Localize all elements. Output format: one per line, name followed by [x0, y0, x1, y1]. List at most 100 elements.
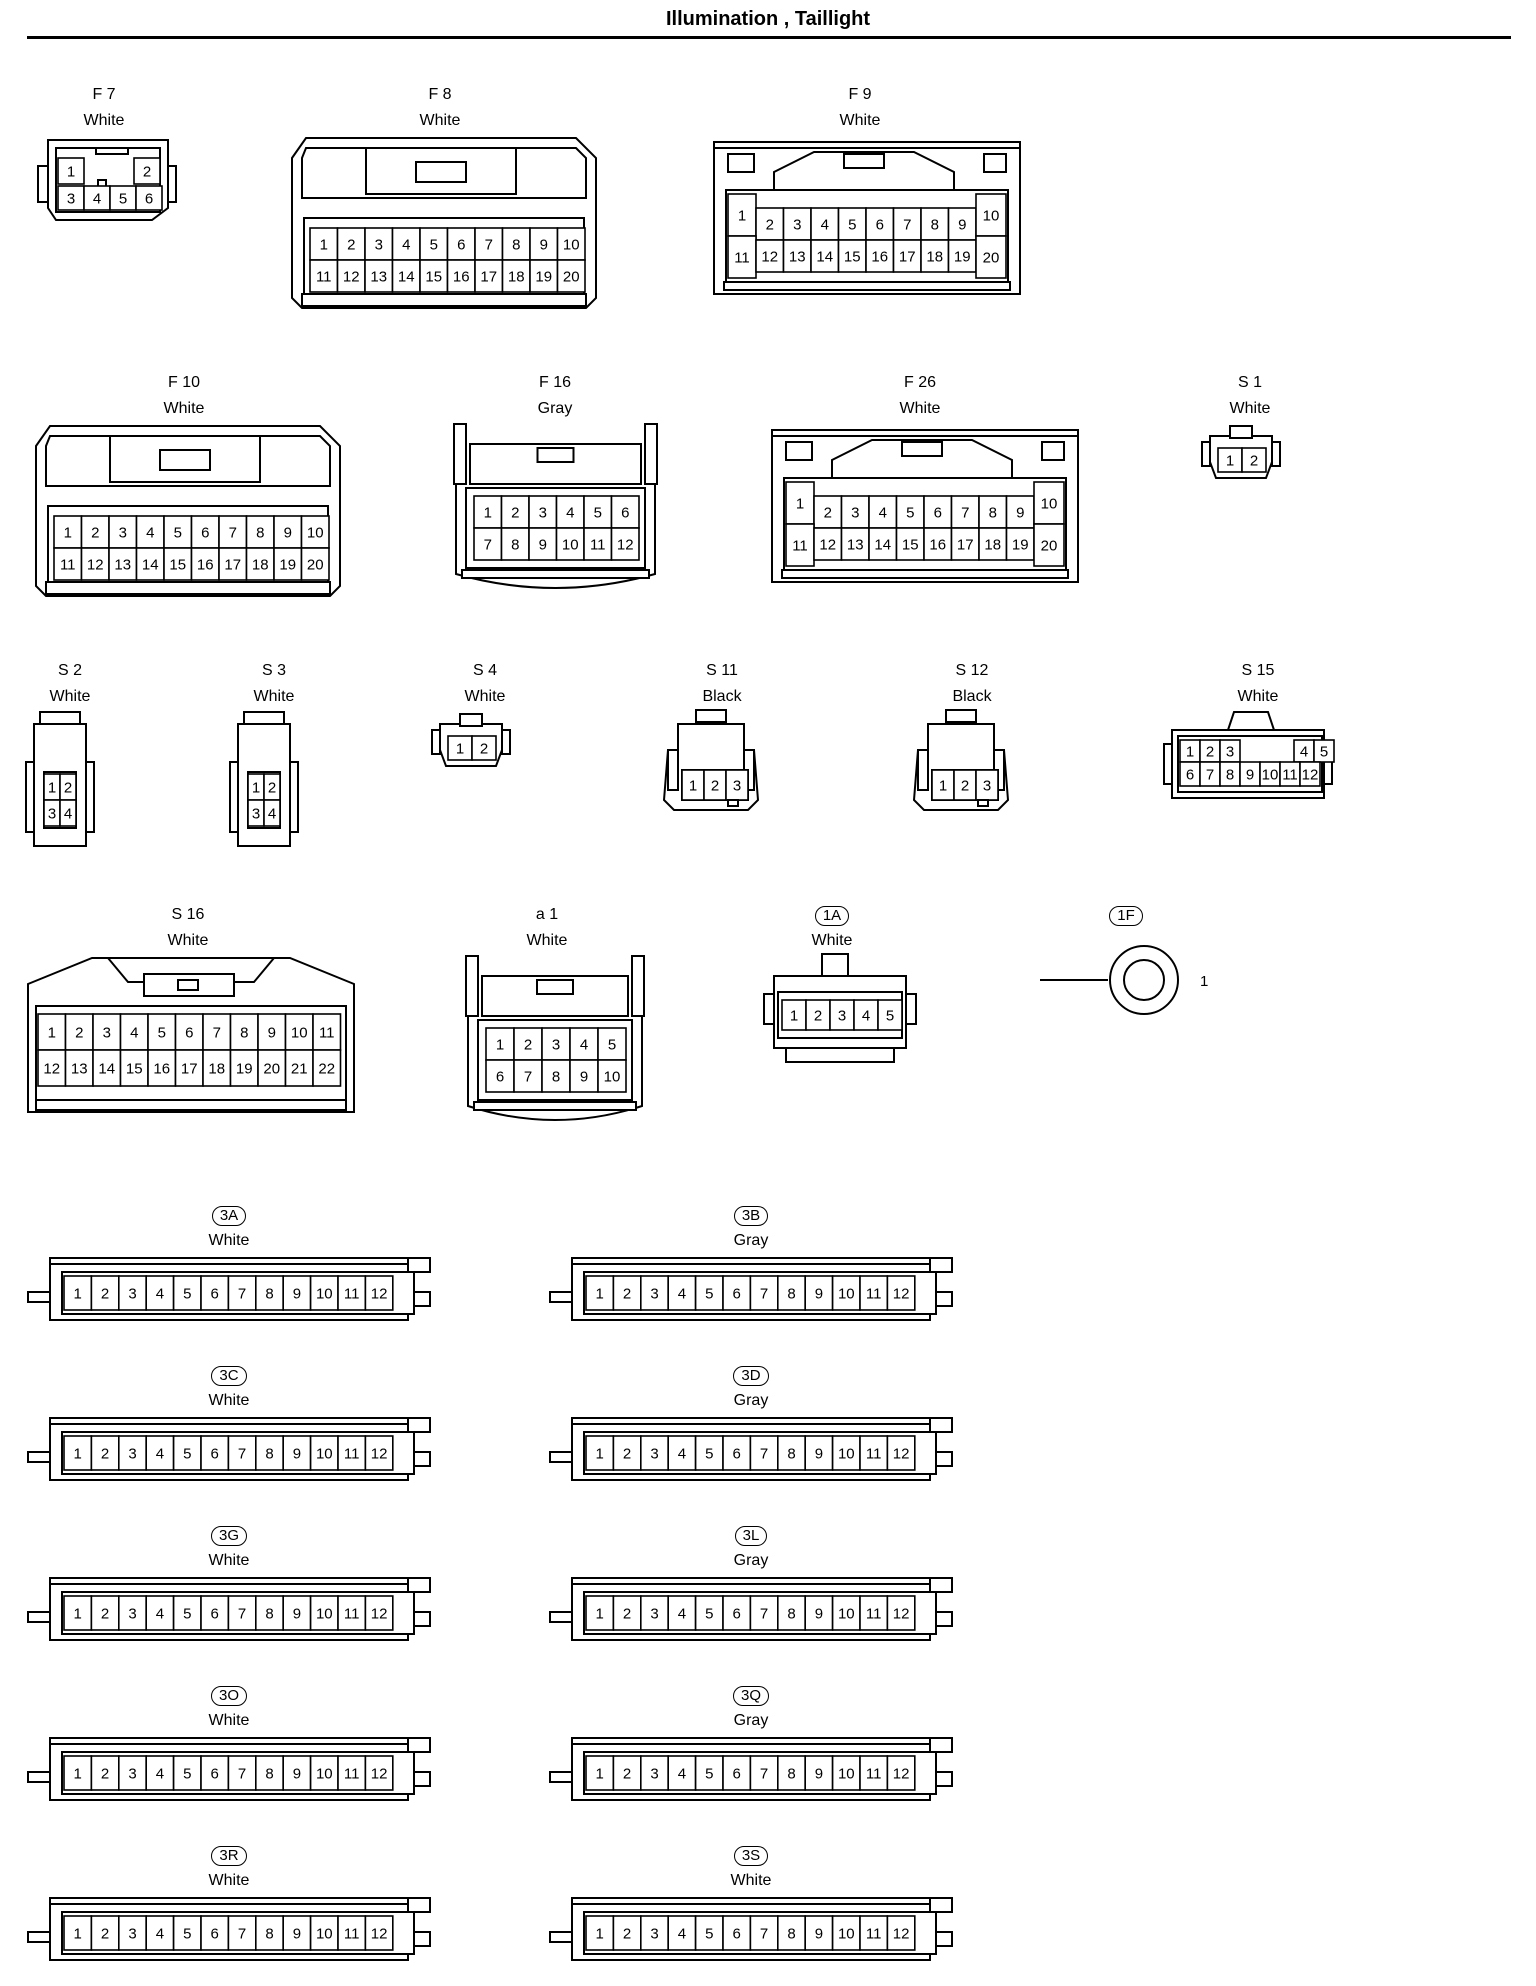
pin-number: 17 [957, 537, 974, 554]
pin-cell [777, 1275, 807, 1311]
pin-cell [805, 999, 831, 1031]
pin-number: 4 [1300, 744, 1308, 761]
pin-number: 11 [734, 250, 750, 267]
pin-number: 21 [291, 1061, 308, 1078]
connector-color: White [839, 112, 881, 129]
pin-cell [777, 1915, 807, 1951]
pin-number: 7 [760, 1606, 768, 1623]
pin-number: 2 [961, 778, 969, 795]
connector-id: S 1 [1190, 374, 1310, 392]
pin-number: 8 [552, 1069, 560, 1086]
pin-cell [337, 1915, 367, 1951]
pin-number: 4 [268, 806, 276, 823]
pin-number: 7 [903, 217, 911, 234]
pin-number: 4 [678, 1446, 686, 1463]
pin-number: 9 [540, 237, 548, 254]
pin-number: 9 [958, 217, 966, 234]
pin-number: 10 [838, 1606, 855, 1623]
pin-number: 6 [733, 1446, 741, 1463]
pin-cell [978, 527, 1008, 561]
pin-number: 12 [761, 249, 778, 266]
connector-color: White [899, 400, 941, 417]
connector-color: Black [702, 688, 742, 705]
pin-number: 10 [307, 525, 324, 542]
connector-id: F 16 [495, 374, 615, 392]
connector-id-label: S 16 [171, 906, 205, 923]
connector-id-label: S 1 [1237, 374, 1262, 391]
pin-number: 10 [838, 1926, 855, 1943]
pin-number: 1 [1186, 744, 1194, 761]
pin-number: 12 [893, 1286, 910, 1303]
connector-id-label: F 7 [92, 86, 116, 103]
pin-number: 17 [181, 1061, 198, 1078]
pin-number: 1 [74, 1606, 82, 1623]
pin-cell [202, 1049, 232, 1087]
pin-number: 15 [126, 1061, 143, 1078]
pin-number: 6 [876, 217, 884, 234]
pin-number: 7 [484, 537, 492, 554]
pin-cell [485, 1059, 515, 1093]
pin-number: 5 [705, 1606, 713, 1623]
pin-number: 8 [989, 505, 997, 522]
pin-cell [831, 1275, 861, 1311]
pin-number: 19 [236, 1061, 253, 1078]
connector-id-label: F 9 [848, 86, 872, 103]
connector-color: White [208, 1712, 250, 1729]
pin-cell [282, 1755, 312, 1791]
pin-number: 6 [733, 1606, 741, 1623]
pin-cell [163, 547, 193, 581]
pin-number: 7 [760, 1446, 768, 1463]
pin-cell [804, 1595, 834, 1631]
pin-number: 13 [71, 1061, 88, 1078]
pin-number: 2 [511, 505, 519, 522]
pin-cell [337, 1755, 367, 1791]
pin-number: 3 [375, 237, 383, 254]
connector-id: 3L [691, 1526, 811, 1546]
pin-number: 4 [678, 1606, 686, 1623]
connector-id: S 3 [214, 662, 334, 680]
pin-cell [59, 799, 77, 827]
pin-number: 11 [319, 1025, 335, 1042]
pin-cell [1033, 481, 1065, 525]
connector-id-label: 3O [210, 1686, 247, 1706]
pin-number: 11 [792, 538, 808, 555]
pin-cell [284, 1049, 314, 1087]
connector-color: White [208, 1552, 250, 1569]
connector-id-label: S 11 [706, 662, 738, 679]
connector-id: S 15 [1198, 662, 1318, 680]
connector-id-label: S 15 [1241, 662, 1275, 679]
connector-color: White [208, 1232, 250, 1249]
pin-cell [868, 527, 898, 561]
pin-number: 8 [265, 1606, 273, 1623]
pin-number: 10 [604, 1069, 621, 1086]
pin-cell [364, 1275, 394, 1311]
connector-color: White [1229, 400, 1271, 417]
connector-id-label: 3R [211, 1846, 247, 1866]
pin-number: 1 [48, 1025, 56, 1042]
pin-number: 10 [838, 1766, 855, 1783]
pin-number: 5 [1320, 744, 1328, 761]
pin-number: 2 [75, 1025, 83, 1042]
pin-number: 11 [866, 1606, 882, 1623]
pin-number: 16 [197, 557, 214, 574]
pin-number: 2 [623, 1446, 631, 1463]
pin-cell [263, 799, 281, 827]
pin-number: 10 [563, 237, 580, 254]
pin-number: 1 [596, 1766, 604, 1783]
pin-number: 5 [183, 1286, 191, 1303]
connector-id: F 8 [380, 86, 500, 104]
pin-number: 2 [64, 780, 72, 797]
